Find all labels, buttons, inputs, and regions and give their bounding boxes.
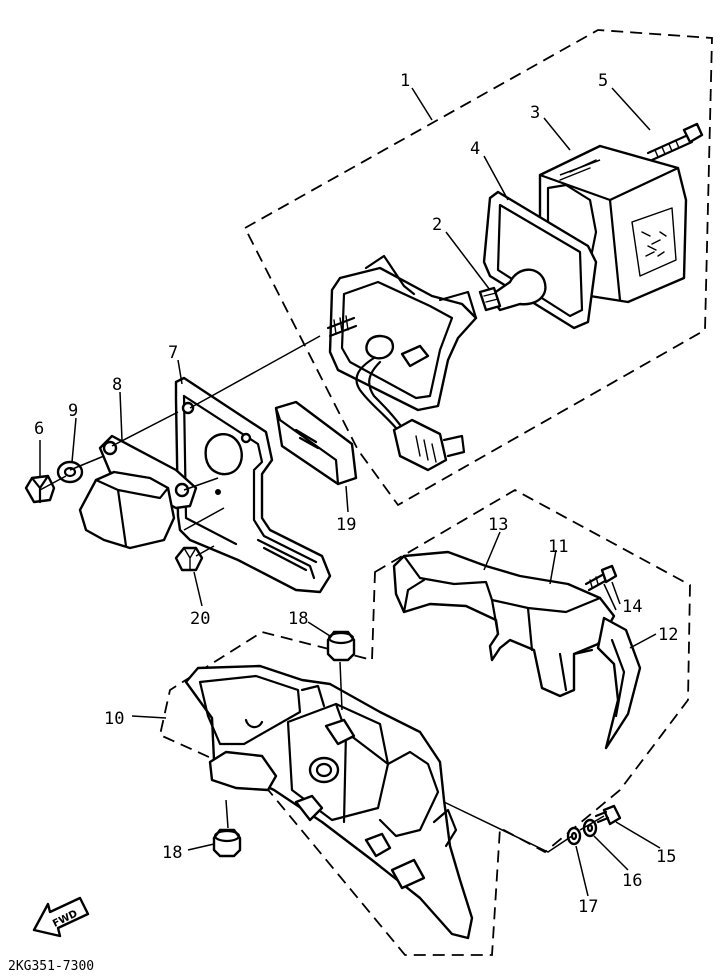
callout-18-upper: 18 <box>288 609 308 629</box>
callout-17: 17 <box>578 897 598 917</box>
callout-7: 7 <box>168 343 178 363</box>
forward-direction-arrow: FWD <box>32 896 90 938</box>
callout-leaders <box>39 87 661 897</box>
tail-light-base <box>326 254 478 472</box>
grommet-part-18-lower <box>212 828 242 858</box>
screw-part-15 <box>594 804 622 826</box>
callout-5: 5 <box>598 71 608 91</box>
housing-part-10 <box>184 664 474 940</box>
grommet-part-18-upper <box>326 630 356 662</box>
callout-13: 13 <box>488 515 508 535</box>
callout-1: 1 <box>400 71 410 91</box>
callout-8: 8 <box>112 375 122 395</box>
washer-part-17 <box>566 826 582 846</box>
gasket-part-4 <box>482 190 598 330</box>
callout-14: 14 <box>622 597 642 617</box>
callout-3: 3 <box>530 103 540 123</box>
bulb-part-2 <box>478 268 547 312</box>
callout-9: 9 <box>68 401 78 421</box>
diagram-code: 2KG351-7300 <box>8 959 94 974</box>
group-outline-lower-housing <box>158 488 691 956</box>
nut-part-6 <box>24 474 56 504</box>
callout-15: 15 <box>656 847 676 867</box>
callout-2: 2 <box>432 215 442 235</box>
callout-19: 19 <box>336 515 356 535</box>
callout-4: 4 <box>470 139 480 159</box>
callout-6: 6 <box>34 419 44 439</box>
side-reflector-part-12 <box>596 616 642 750</box>
callout-16: 16 <box>622 871 642 891</box>
callout-12: 12 <box>658 625 678 645</box>
assembly-lines <box>39 159 617 853</box>
reflector-part-8 <box>78 434 198 550</box>
callout-18-lower: 18 <box>162 843 182 863</box>
screw-part-14 <box>584 564 618 592</box>
callout-10: 10 <box>104 709 124 729</box>
screw-part-5 <box>646 122 704 162</box>
nut-part-20 <box>174 546 204 572</box>
license-bracket-part-7 <box>174 376 332 594</box>
group-outline-tail-light-assy <box>243 29 713 507</box>
callout-11: 11 <box>548 537 568 557</box>
bracket-plate-part-19 <box>274 400 358 486</box>
callout-20: 20 <box>190 609 210 629</box>
cover-part-11 <box>392 550 616 698</box>
